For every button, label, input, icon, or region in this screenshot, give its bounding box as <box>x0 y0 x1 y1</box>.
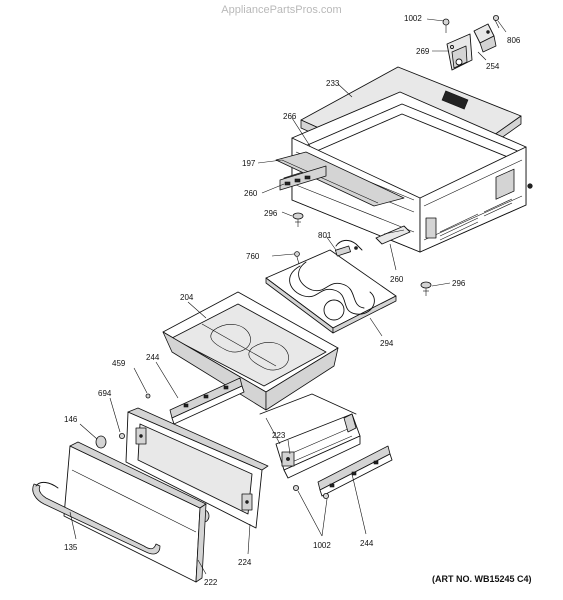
slide-rail-lower <box>317 445 393 497</box>
clip-part <box>473 23 497 53</box>
label-1002-bottom: 1002 <box>313 541 331 550</box>
label-260-left: 260 <box>244 189 258 198</box>
screw-1002-bottom-b <box>322 492 329 499</box>
label-760: 760 <box>246 252 260 261</box>
art-number: (ART NO. WB15245 C4) <box>432 574 532 584</box>
label-296-right: 296 <box>452 279 466 288</box>
watermark: AppliancePartsPros.com <box>221 4 342 16</box>
label-223: 223 <box>272 431 286 440</box>
label-1002-top: 1002 <box>404 14 422 23</box>
clip-459 <box>145 393 151 399</box>
end-cap-146-left <box>95 435 107 449</box>
part-labels: 1002 806 269 254 233 266 197 260 296 801… <box>64 14 521 587</box>
label-233: 233 <box>326 79 340 88</box>
label-801: 801 <box>318 231 332 240</box>
label-294: 294 <box>380 339 394 348</box>
heating-element-part <box>265 239 397 334</box>
screw-296-left <box>292 212 304 227</box>
label-296-left: 296 <box>264 209 278 218</box>
drawer-handle-part <box>32 481 161 555</box>
screw-1002-bottom-a <box>292 484 299 491</box>
housing-slide-rail-left <box>279 165 327 191</box>
label-224: 224 <box>238 558 252 567</box>
bracket-part <box>446 33 473 71</box>
drawer-outer-panel-part <box>63 441 207 583</box>
label-244-top: 244 <box>146 353 160 362</box>
screw-296-right <box>420 281 432 296</box>
drawer-side-panel-part <box>259 393 361 479</box>
label-222: 222 <box>204 578 218 587</box>
slide-rail-upper <box>169 377 245 425</box>
top-screw-part <box>442 18 450 33</box>
small-screw-806 <box>492 14 500 29</box>
spacer-694 <box>119 432 126 439</box>
label-244-bottom: 244 <box>360 539 374 548</box>
label-135: 135 <box>64 543 78 552</box>
label-197: 197 <box>242 159 256 168</box>
label-459: 459 <box>112 359 126 368</box>
small-clip-760 <box>294 251 300 265</box>
label-694: 694 <box>98 389 112 398</box>
label-260-right: 260 <box>390 275 404 284</box>
label-269: 269 <box>416 47 430 56</box>
drawer-front-frame-part <box>125 407 269 529</box>
label-146: 146 <box>64 415 78 424</box>
leader-lines <box>69 18 507 575</box>
label-204: 204 <box>180 293 194 302</box>
label-266: 266 <box>283 112 297 121</box>
label-806: 806 <box>507 36 521 45</box>
label-254: 254 <box>486 62 500 71</box>
